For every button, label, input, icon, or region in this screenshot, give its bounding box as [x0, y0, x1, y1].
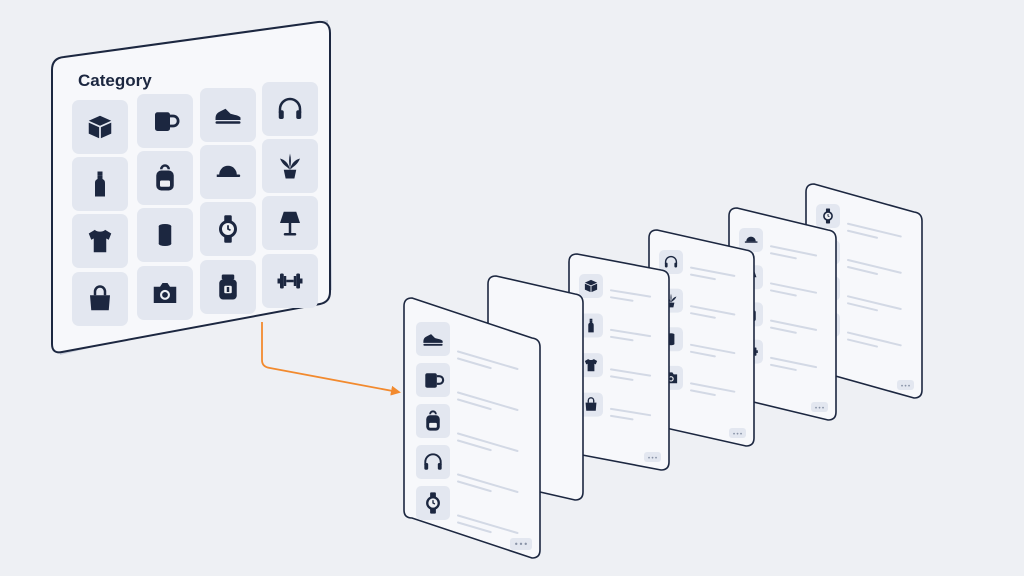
more-dots-label: •••	[814, 405, 825, 412]
placeholder-line	[847, 259, 902, 274]
placeholder-line	[847, 338, 878, 348]
watch-icon	[823, 208, 833, 224]
plant-icon	[280, 153, 300, 179]
result-item-tile	[416, 445, 450, 479]
category-title: Category	[78, 71, 152, 90]
cap-icon	[216, 165, 241, 177]
placeholder-line	[610, 375, 634, 381]
placeholder-line	[690, 350, 716, 358]
watch-icon	[426, 492, 440, 514]
placeholder-line	[847, 302, 878, 312]
sneaker-icon	[423, 334, 443, 346]
more-dots-label: •••	[647, 455, 658, 462]
placeholder-line	[847, 295, 902, 311]
backpack-icon	[426, 410, 440, 431]
more-dots-label: •••	[732, 431, 743, 438]
tshirt-icon	[88, 229, 112, 253]
placeholder-line	[847, 222, 902, 238]
placeholder-line	[610, 407, 652, 417]
placeholder-line	[690, 382, 736, 393]
watch-icon	[219, 215, 237, 243]
result-item-tile	[659, 250, 683, 274]
more-button[interactable]	[644, 452, 661, 462]
placeholder-line	[457, 514, 519, 534]
category-tile[interactable]	[262, 82, 318, 136]
headphones-icon	[664, 255, 678, 268]
result-item-tile	[579, 274, 603, 298]
box-icon	[88, 115, 112, 139]
placeholder-line	[610, 289, 652, 298]
category-tile[interactable]	[72, 100, 128, 154]
placeholder-line	[770, 289, 797, 297]
placeholder-line	[457, 480, 492, 493]
camera-icon	[153, 283, 177, 303]
placeholder-line	[770, 252, 797, 260]
placeholder-line	[847, 331, 902, 347]
more-button[interactable]	[729, 428, 746, 438]
tote-bag-icon	[585, 397, 597, 411]
more-button[interactable]	[897, 380, 914, 390]
placeholder-line	[457, 432, 519, 452]
mug-icon	[155, 112, 180, 131]
more-dots-label: •••	[514, 540, 528, 549]
placeholder-line	[610, 368, 652, 377]
placeholder-line	[457, 521, 492, 534]
placeholder-line	[847, 229, 878, 239]
placeholder-line	[770, 356, 818, 369]
placeholder-line	[690, 305, 736, 316]
placeholder-line	[847, 266, 878, 276]
placeholder-line	[770, 363, 797, 371]
tshirt-icon	[584, 358, 598, 372]
backpack-icon	[156, 164, 174, 191]
category-panel: Category	[51, 20, 332, 355]
more-dots-label: •••	[900, 383, 911, 390]
placeholder-line	[457, 439, 492, 452]
placeholder-line	[610, 335, 634, 342]
result-card[interactable]: •••	[568, 253, 670, 471]
result-card[interactable]: •••	[403, 297, 541, 559]
placeholder-line	[457, 391, 519, 411]
placeholder-line	[770, 319, 818, 331]
placeholder-line	[690, 266, 736, 277]
cap-icon	[744, 236, 758, 243]
tote-bag-icon	[90, 285, 110, 311]
placeholder-line	[457, 350, 519, 370]
placeholder-line	[610, 414, 634, 421]
placeholder-line	[690, 343, 736, 355]
can-icon	[158, 224, 172, 246]
sneaker-icon	[215, 108, 241, 124]
headphones-icon	[278, 97, 302, 119]
dumbbell-icon	[277, 273, 303, 289]
placeholder-line	[457, 357, 492, 370]
placeholder-line	[770, 282, 818, 294]
placeholder-line	[690, 389, 716, 396]
headphones-icon	[424, 453, 442, 470]
more-button[interactable]	[811, 402, 828, 412]
bottle-icon	[588, 318, 594, 333]
placeholder-line	[610, 296, 634, 302]
mug-icon	[425, 373, 445, 388]
lamp-icon	[280, 211, 300, 236]
placeholder-line	[770, 326, 797, 334]
jar-icon	[219, 274, 237, 300]
placeholder-line	[610, 328, 652, 338]
more-button[interactable]	[510, 538, 532, 550]
placeholder-line	[690, 312, 716, 319]
bottle-icon	[95, 171, 105, 197]
connector-arrow	[261, 322, 401, 396]
placeholder-line	[690, 273, 716, 281]
result-cards-stack: ••• ••• ••• ••• •••	[403, 183, 923, 559]
placeholder-line	[770, 245, 818, 257]
placeholder-line	[457, 398, 492, 411]
placeholder-line	[457, 473, 519, 493]
